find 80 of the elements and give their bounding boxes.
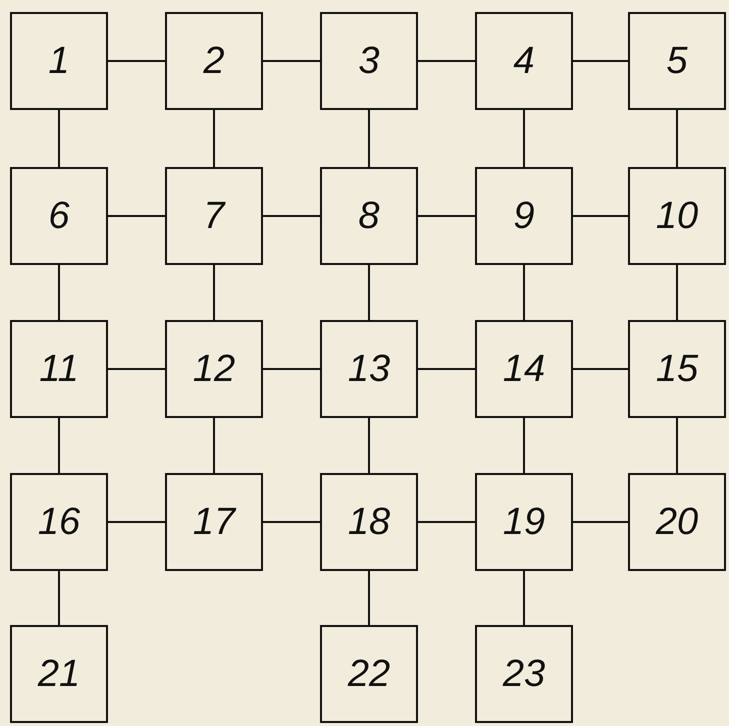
connector-line [573, 521, 628, 523]
box-number: 6 [48, 197, 70, 235]
box-number: 19 [502, 503, 546, 541]
connector-line [213, 110, 215, 167]
connector-line [676, 265, 678, 320]
box-number: 8 [358, 197, 380, 235]
box-number: 16 [38, 503, 80, 541]
box-number: 3 [358, 42, 380, 80]
connector-line [108, 215, 165, 217]
connector-line [58, 265, 60, 320]
connector-line [368, 265, 370, 320]
box-number: 17 [192, 503, 236, 541]
numbered-box [475, 12, 573, 110]
box-number: 15 [656, 350, 698, 388]
connector-line [368, 571, 370, 625]
connector-line [263, 521, 320, 523]
numbered-box [165, 320, 263, 418]
numbered-box [475, 167, 573, 265]
connector-line [213, 265, 215, 320]
box-number: 2 [203, 42, 225, 80]
connector-line [573, 60, 628, 62]
numbered-box [10, 12, 108, 110]
box-number: 23 [502, 655, 546, 693]
numbered-box [475, 473, 573, 571]
connector-line [523, 571, 525, 625]
connector-line [263, 368, 320, 370]
numbered-box [165, 473, 263, 571]
numbered-box [320, 473, 418, 571]
box-number: 18 [348, 503, 390, 541]
connector-line [418, 60, 475, 62]
numbered-box [628, 167, 726, 265]
numbered-box [475, 625, 573, 723]
connector-line [368, 110, 370, 167]
box-number: 20 [656, 503, 698, 541]
numbered-box [320, 320, 418, 418]
box-number: 4 [513, 42, 535, 80]
box-number: 10 [656, 197, 698, 235]
box-number: 5 [666, 42, 688, 80]
box-number: 1 [48, 42, 70, 80]
connector-line [573, 368, 628, 370]
numbered-box [165, 12, 263, 110]
box-number: 14 [502, 350, 546, 388]
connector-line [676, 418, 678, 473]
numbered-box [628, 12, 726, 110]
box-number: 12 [192, 350, 236, 388]
connector-line [418, 215, 475, 217]
connector-line [368, 418, 370, 473]
box-number: 9 [513, 197, 535, 235]
connector-line [108, 368, 165, 370]
numbered-box [10, 473, 108, 571]
numbered-box [10, 320, 108, 418]
numbered-box [10, 625, 108, 723]
connector-line [676, 110, 678, 167]
numbered-box [165, 167, 263, 265]
box-number: 11 [39, 350, 79, 388]
connector-line [108, 521, 165, 523]
connector-line [58, 571, 60, 625]
numbered-box [628, 320, 726, 418]
connector-line [418, 521, 475, 523]
connector-line [58, 418, 60, 473]
numbered-box [320, 167, 418, 265]
numbered-box [320, 12, 418, 110]
connector-line [418, 368, 475, 370]
box-number: 22 [348, 655, 390, 693]
connector-line [263, 60, 320, 62]
connector-line [108, 60, 165, 62]
numbered-box [475, 320, 573, 418]
connector-line [523, 265, 525, 320]
connector-line [523, 110, 525, 167]
numbered-box [628, 473, 726, 571]
numbered-box [320, 625, 418, 723]
connector-line [523, 418, 525, 473]
connector-line [573, 215, 628, 217]
connector-line [213, 418, 215, 473]
box-number: 13 [348, 350, 390, 388]
numbered-box [10, 167, 108, 265]
connector-line [263, 215, 320, 217]
box-number: 7 [203, 197, 225, 235]
box-number: 21 [38, 655, 80, 693]
connector-line [58, 110, 60, 167]
